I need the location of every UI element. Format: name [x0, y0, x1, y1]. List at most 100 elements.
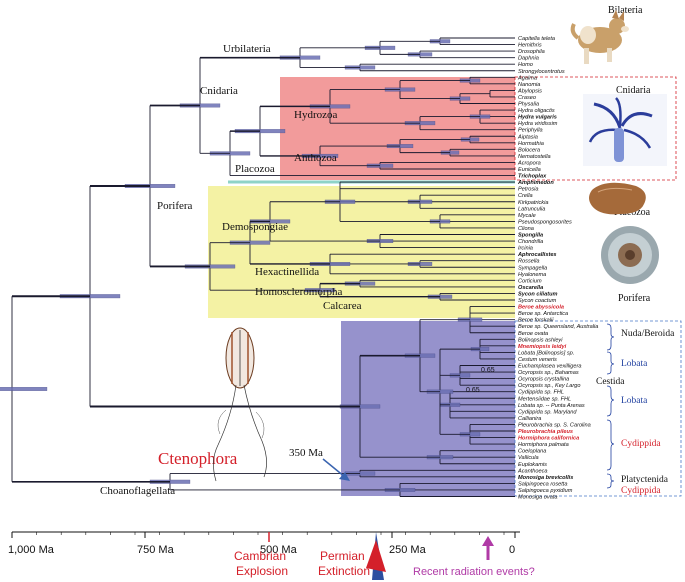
group-platyctenida: Platyctenida [621, 475, 669, 485]
taxon-label: Drosophila [518, 49, 545, 55]
taxon-label: Sycon ciliatum [518, 291, 558, 297]
taxon-label: Periphylla [518, 128, 543, 134]
taxon-label: Ocyropsis crystallina [518, 377, 569, 383]
taxon-label: Mnemiopsis leidyi [518, 344, 567, 350]
taxon-label: Latrunculia [518, 206, 545, 212]
taxon-label: Salpingoeca pyxidium [518, 488, 573, 494]
taxon-label: Chondrilla [518, 239, 543, 245]
taxon-label: Abylopsis [517, 88, 542, 94]
taxon-label: Vallicula [518, 455, 539, 461]
taxon-label: Amphimedon [517, 180, 554, 186]
porifera-image [601, 226, 659, 284]
label-porifera-right: Porifera [618, 293, 651, 304]
bracket-nuda [606, 323, 615, 351]
taxon-label: Ocyropsis sp., Bahamas [518, 370, 579, 376]
taxon-label: Beroe abyssicola [518, 305, 564, 311]
taxon-label: Nematostella [518, 154, 551, 160]
taxon-label: Lobata sp. -- Punta Arenas [518, 403, 585, 409]
taxon-label: Aiptasia [517, 134, 538, 140]
label-cnidaria: Cnidaria [200, 85, 238, 97]
taxon-label: Physalia [518, 102, 539, 108]
tick-label-0: 0 [509, 544, 515, 556]
taxon-label: Eunicella [518, 167, 541, 173]
taxon-label: Hydra viridissim [518, 121, 558, 127]
taxon-label: Cliona [518, 226, 534, 232]
label-calcarea: Calcarea [323, 300, 362, 312]
taxon-label: Oscarella [518, 285, 543, 291]
taxon-label: Rossella [518, 259, 539, 265]
taxon-label: Kirkpatrickia [518, 200, 548, 206]
label-choanoflagellata: Choanoflagellata [100, 485, 175, 497]
group-cydippida-1: Cydippida [621, 439, 661, 449]
age-annotation: 350 Ma [289, 447, 323, 459]
taxon-label: Hormathia [518, 141, 544, 147]
bracket-cydippida [606, 419, 615, 471]
taxon-label: Euplokamis [518, 462, 547, 468]
taxon-label: Cydippida sp. FHL [518, 390, 564, 396]
group-lobata-2: Lobata [621, 396, 648, 406]
group-cydippida-2: Cydippida [621, 486, 661, 496]
taxon-label: Monosiga ovata [518, 495, 558, 501]
taxon-label: Beroe sp. Queensland, Australia [518, 324, 598, 330]
label-hexactinellida: Hexactinellida [255, 266, 319, 278]
tick-label-250: 250 Ma [389, 544, 427, 556]
taxon-label: Homo [518, 62, 533, 68]
taxon-label: Hemithris [518, 43, 542, 49]
taxon-label: Mertensiidae sp. FHL [518, 396, 571, 402]
taxon-label: Acanthoeca [517, 468, 548, 474]
group-nuda-beroida: Nuda/Beroida [621, 329, 675, 339]
taxon-label: Petrosia [518, 187, 539, 193]
recent-radiation-arrow [482, 536, 494, 560]
label-cnidaria-right: Cnidaria [616, 85, 651, 96]
age-arrowhead [339, 472, 350, 481]
taxon-label: Pleurobrachia pileus [518, 429, 573, 435]
event-recent-radiation: Recent radiation events? [413, 566, 535, 578]
taxon-label: Sympagella [518, 265, 547, 271]
cnidaria-dashed-box [514, 76, 677, 181]
bracket-lobata-1 [606, 351, 615, 375]
tick-label-750: 750 Ma [137, 544, 175, 556]
taxon-label: Mycale [518, 213, 536, 219]
taxon-label: Hyalonema [518, 272, 546, 278]
label-demospongiae: Demospongiae [222, 221, 288, 233]
taxon-label: Bolocera [518, 147, 540, 153]
tick-label-500: 500 Ma [260, 544, 298, 556]
taxon-label: Agalma [517, 75, 537, 81]
taxon-label: Euchamplasea vexilligera [518, 364, 581, 370]
taxon-label: Ircinia [518, 246, 533, 252]
taxon-label: Lobata [Bolinopsis] sp. [518, 350, 574, 356]
label-anthozoa: Anthozoa [294, 152, 337, 164]
taxon-label: Bolinopsis ashleyi [518, 337, 563, 343]
hydrozoa-anthozoa-box [280, 77, 515, 180]
taxon-label: Hydra oligactis [518, 108, 555, 114]
ctenophore-groups-dashed-box [514, 320, 682, 497]
taxon-label: Hormiphora palmata [518, 442, 569, 448]
taxon-label: Salpingoeca rosetta [518, 481, 567, 487]
taxon-label: Craseo [518, 95, 536, 101]
time-axis-ticks [11, 532, 516, 538]
permian-extinction-marker [366, 532, 386, 580]
label-homoscleromorpha: Homoscleromorpha [255, 286, 342, 298]
taxon-label: Sycon coactum [518, 298, 557, 304]
group-cestida: Cestida [596, 377, 625, 387]
placozoa-image [589, 182, 646, 215]
taxon-label: Strongylocentrotus [518, 69, 565, 75]
taxon-label: Beroe sp. Antarctica [518, 311, 568, 317]
tick-label-1000: 1,000 Ma [8, 544, 55, 556]
label-porifera: Porifera [157, 200, 193, 212]
taxon-label: Corticium [518, 278, 542, 284]
label-placozoa: Placozoa [235, 163, 275, 175]
taxon-label: Callianira [518, 416, 541, 422]
label-ctenophora: Ctenophora [158, 449, 238, 468]
age-arrow [322, 458, 346, 478]
porifera-box [208, 186, 515, 318]
taxon-label: Beroe forskalii [518, 318, 554, 324]
taxon-label: Pseudospongosorites [518, 219, 572, 225]
taxon-label: Acropora [517, 160, 541, 166]
taxon-label: Nanomia [518, 82, 540, 88]
ctenophore-image [213, 327, 267, 482]
taxon-label: Capitella teleta [518, 36, 555, 42]
